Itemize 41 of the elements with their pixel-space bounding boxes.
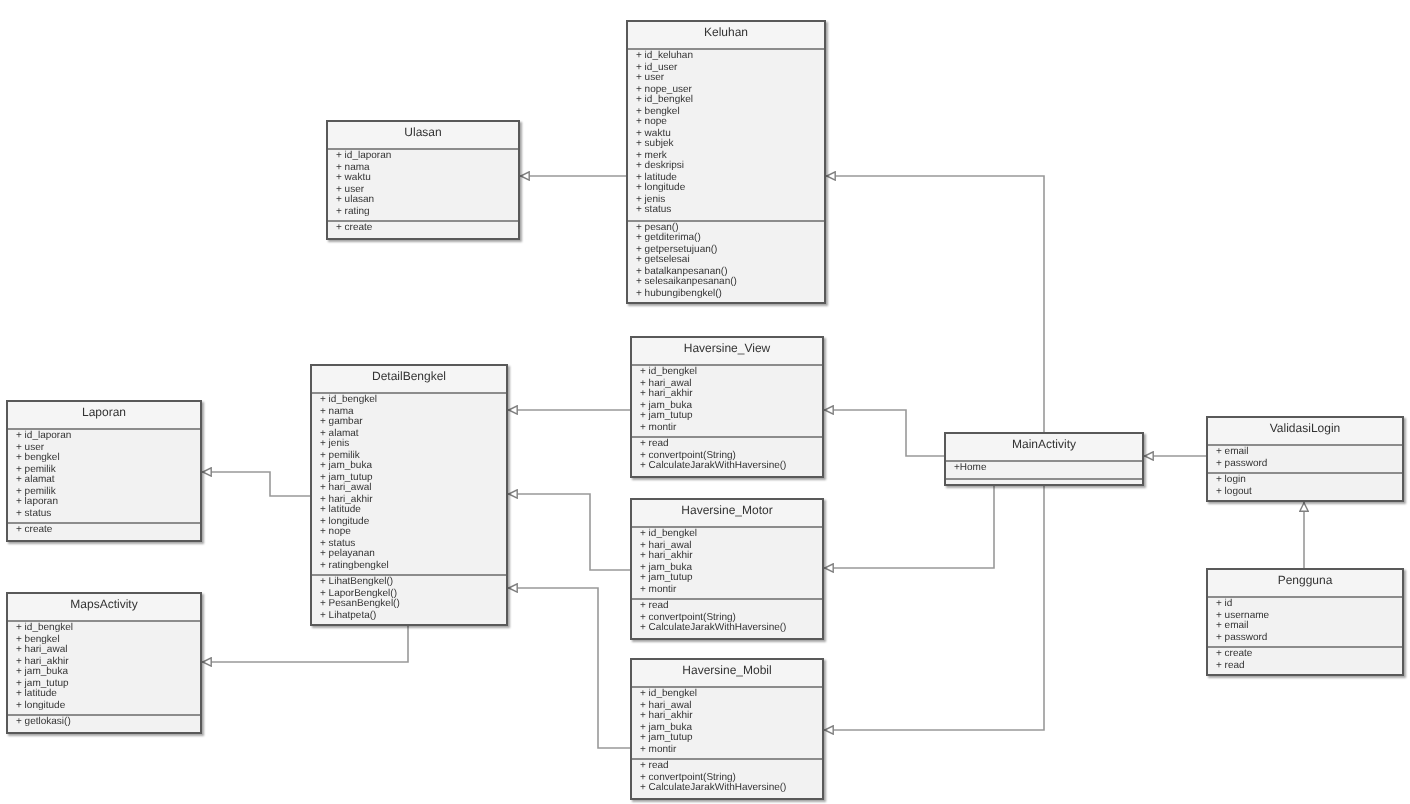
class-box bbox=[626, 20, 826, 304]
attribute-compartment bbox=[632, 526, 822, 598]
class-box bbox=[630, 498, 824, 639]
generalization-arrow bbox=[507, 489, 631, 571]
class-box bbox=[310, 364, 508, 626]
generalization-arrow bbox=[519, 171, 627, 181]
attribute-compartment bbox=[8, 620, 200, 714]
method-compartment bbox=[312, 574, 506, 624]
method-compartment bbox=[1208, 646, 1402, 674]
method-compartment bbox=[1208, 472, 1402, 500]
generalization-arrow bbox=[823, 484, 1045, 735]
class-box bbox=[944, 432, 1144, 485]
class-box bbox=[1206, 568, 1404, 676]
attribute-compartment bbox=[328, 148, 518, 220]
attribute-compartment bbox=[632, 686, 822, 758]
generalization-arrow bbox=[201, 625, 409, 667]
class-box bbox=[6, 400, 202, 541]
class-box bbox=[1206, 416, 1404, 502]
method-compartment bbox=[632, 436, 822, 475]
method-compartment bbox=[632, 598, 822, 637]
generalization-arrow bbox=[823, 405, 945, 457]
generalization-arrow bbox=[1299, 501, 1309, 569]
class-box bbox=[6, 592, 202, 733]
generalization-arrow bbox=[507, 405, 631, 415]
method-compartment bbox=[632, 758, 822, 797]
method-compartment bbox=[628, 219, 824, 302]
attribute-compartment bbox=[312, 392, 506, 574]
method-compartment bbox=[8, 714, 200, 731]
generalization-arrow bbox=[201, 467, 311, 497]
generalization-arrow bbox=[507, 583, 631, 749]
generalization-arrow bbox=[825, 171, 1045, 433]
class-box bbox=[630, 658, 824, 799]
attribute-compartment bbox=[632, 364, 822, 436]
generalization-arrow bbox=[1143, 451, 1207, 461]
generalization-arrow bbox=[823, 484, 995, 573]
class-box bbox=[630, 336, 824, 477]
class-box bbox=[326, 120, 520, 239]
attribute-compartment bbox=[1208, 596, 1402, 646]
attribute-compartment bbox=[1208, 444, 1402, 472]
attribute-compartment bbox=[8, 428, 200, 522]
empty-compartment bbox=[946, 477, 1142, 483]
